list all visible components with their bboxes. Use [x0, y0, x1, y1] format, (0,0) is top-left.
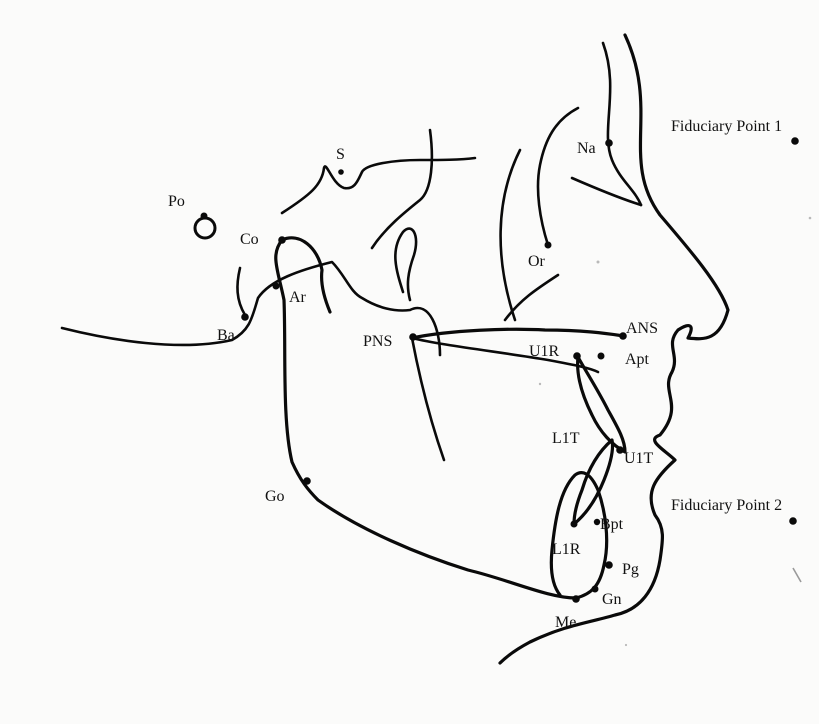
label-gn: Gn: [602, 591, 622, 608]
nasal-bone-line: [538, 108, 578, 245]
sphenoid-line: [372, 130, 432, 248]
label-l1t: L1T: [552, 430, 580, 447]
label-bpt: Bpt: [600, 516, 624, 533]
paper-speck: [625, 644, 627, 646]
orbit-rim-line: [572, 178, 641, 205]
label-po: Po: [168, 193, 185, 210]
label-ba: Ba: [217, 327, 235, 344]
l1r-point: [571, 521, 578, 528]
palatal-plane: [412, 329, 624, 338]
maxilla-front-line: [501, 150, 520, 320]
label-fiduciary-point-1: Fiduciary Point 1: [671, 118, 782, 135]
label-l1r: L1R: [552, 541, 581, 558]
po-point: [201, 213, 208, 220]
paper-speck: [809, 217, 812, 220]
fiduciary-point-2-marker: [789, 517, 797, 525]
ramus-inner-line: [412, 338, 444, 460]
label-ans: ANS: [626, 320, 658, 337]
co-point: [278, 236, 286, 244]
paper-speck: [597, 261, 600, 264]
porion-ring: [195, 218, 215, 238]
go-point: [303, 477, 311, 485]
label-u1r: U1R: [529, 343, 560, 360]
label-u1t: U1T: [624, 450, 654, 467]
pterygoid-line: [395, 229, 416, 300]
label-me: Me: [555, 614, 576, 631]
label-pg: Pg: [622, 561, 639, 578]
u1t-point: [616, 446, 624, 454]
label-or: Or: [528, 253, 546, 270]
apt-point: [598, 353, 605, 360]
upper-incisor: [578, 357, 625, 452]
u1r-point: [573, 352, 581, 360]
pns-point: [409, 333, 417, 341]
label-pns: PNS: [363, 333, 392, 350]
label-apt: Apt: [625, 351, 650, 368]
fiduciary-point-1-marker: [791, 137, 799, 145]
paper-speck: [539, 383, 541, 385]
label-s: S: [336, 146, 345, 163]
ba-line: [237, 268, 245, 315]
paper-speck: [793, 568, 801, 582]
label-ar: Ar: [289, 289, 307, 306]
label-fiduciary-point-2: Fiduciary Point 2: [671, 497, 782, 514]
gn-point: [592, 586, 599, 593]
label-co: Co: [240, 231, 259, 248]
ba-point: [241, 313, 249, 321]
sella-line: [282, 158, 475, 213]
pg-point: [605, 561, 613, 569]
s-point: [338, 169, 344, 175]
label-na: Na: [577, 140, 596, 157]
label-go: Go: [265, 488, 285, 505]
me-point: [572, 595, 580, 603]
or-point: [545, 242, 552, 249]
ar-point: [273, 283, 280, 290]
na-point: [605, 139, 613, 147]
